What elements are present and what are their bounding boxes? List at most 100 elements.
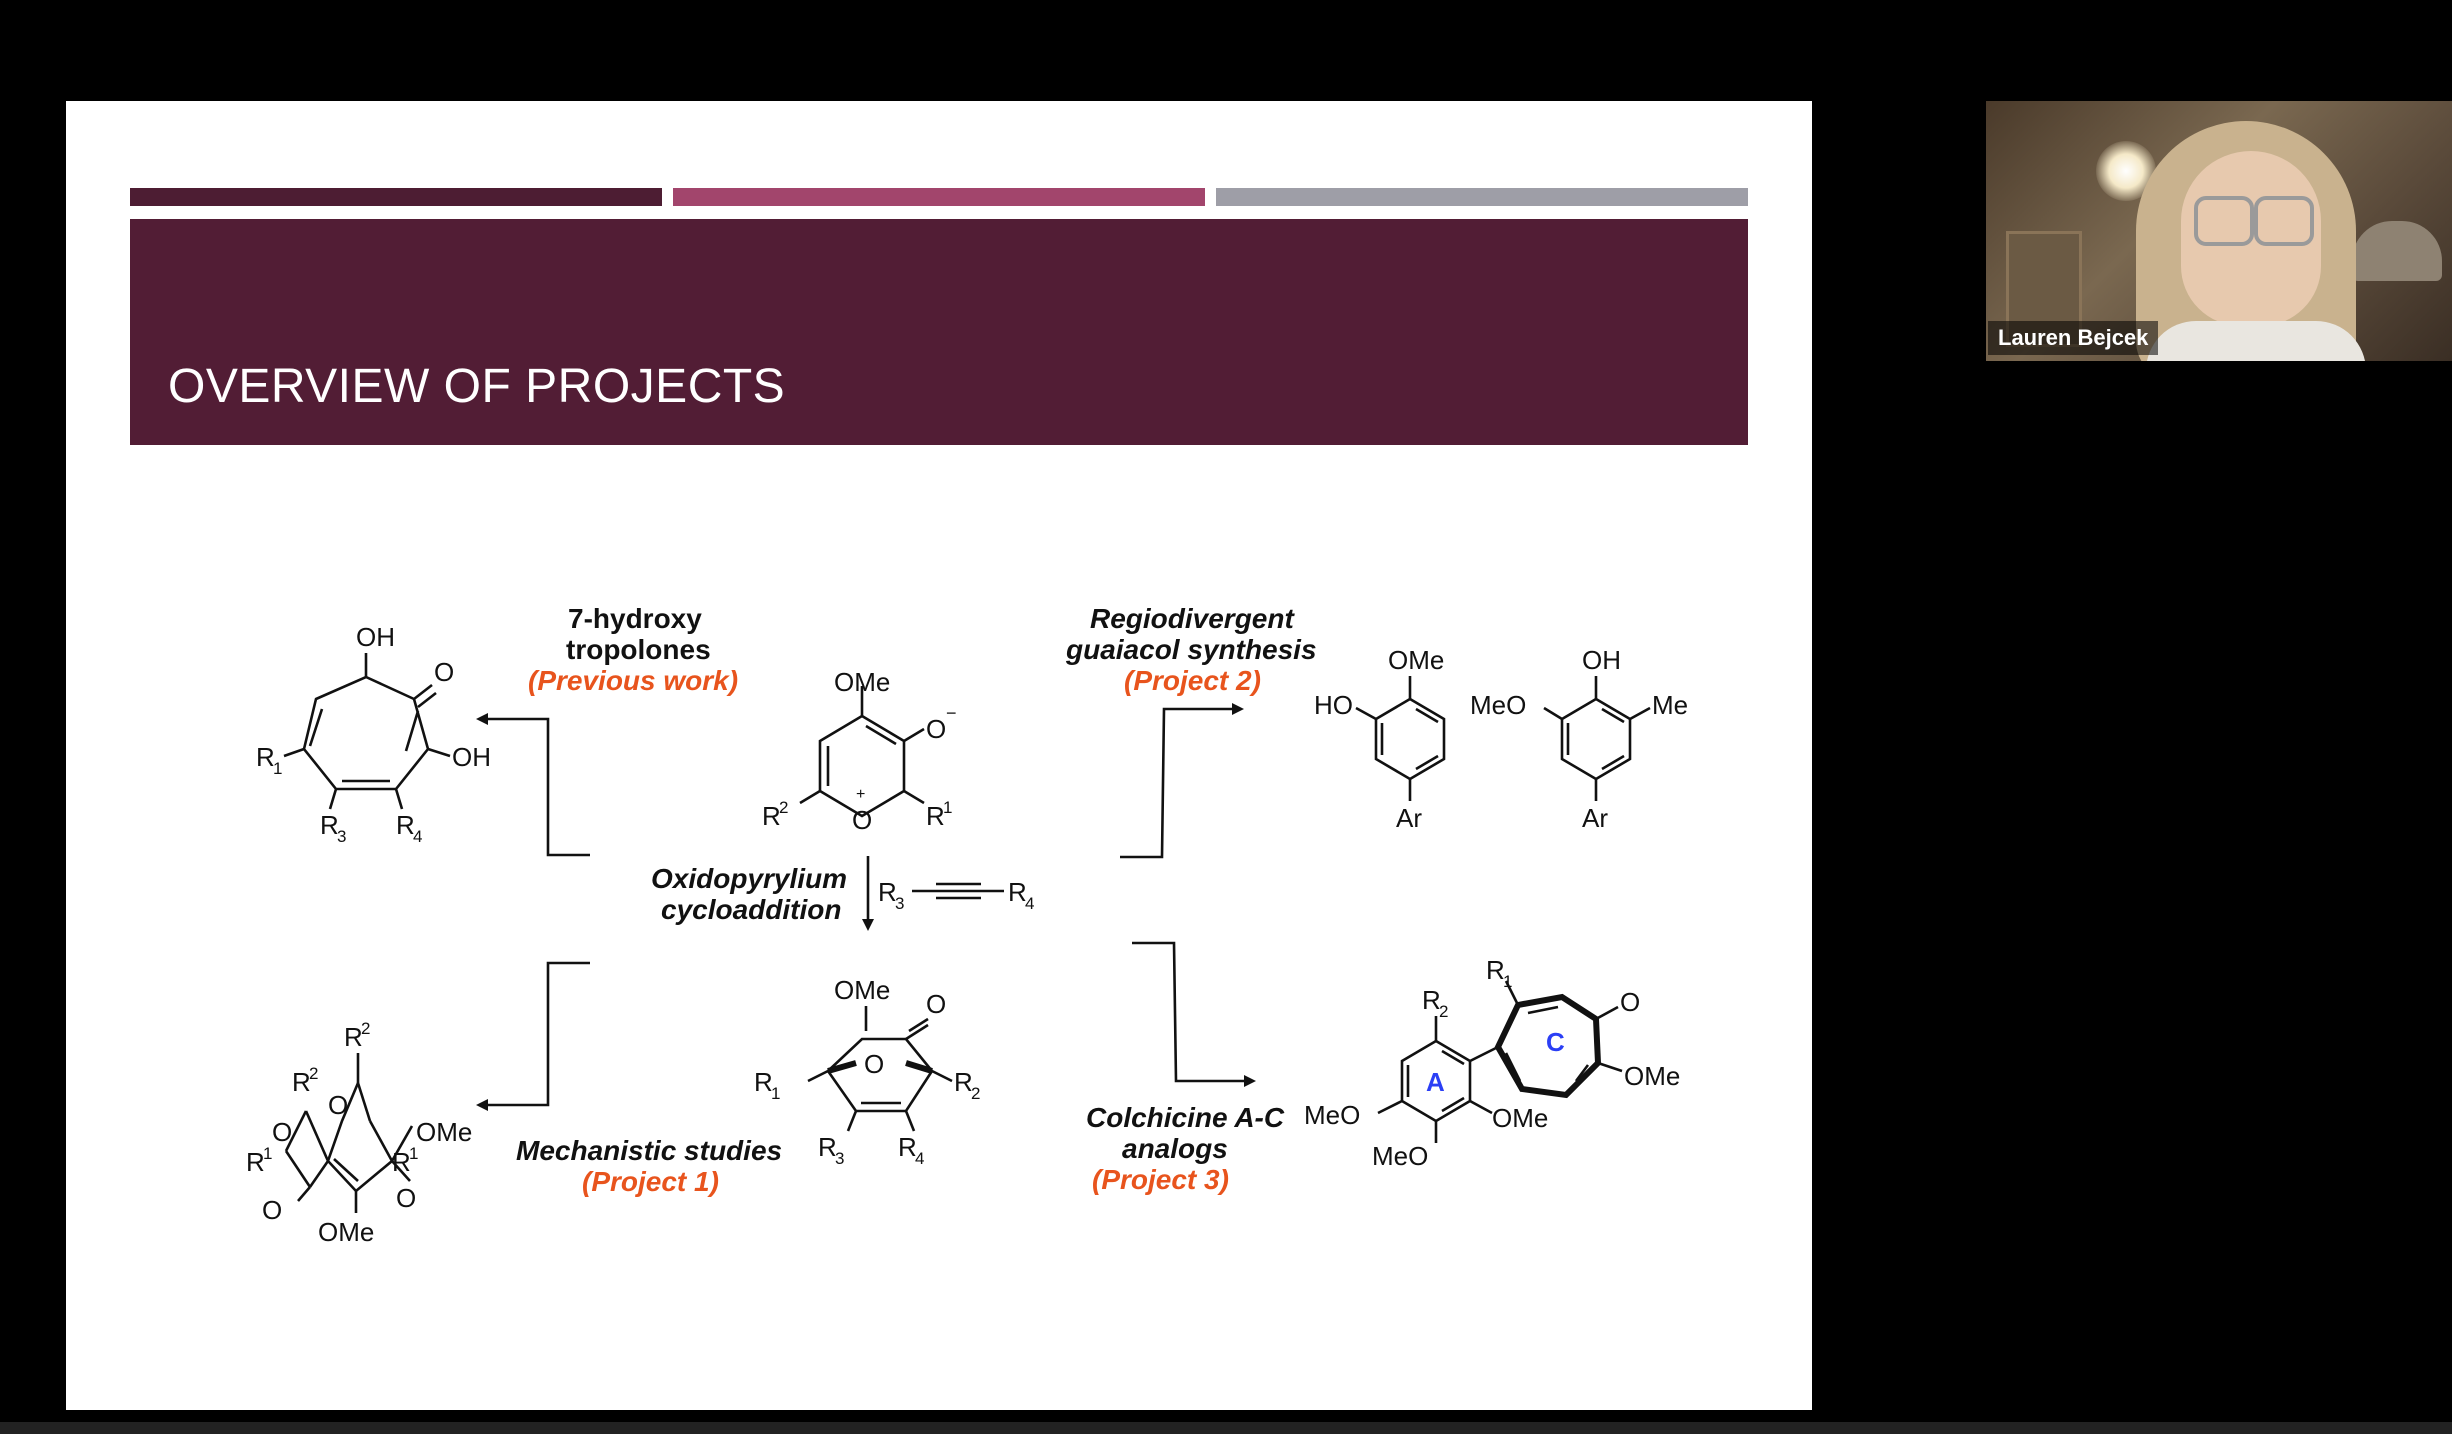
atom-OMe: OMe [834,667,890,697]
label-7-hydroxy: 7-hydroxy [568,603,702,634]
svg-text:R: R [344,1022,363,1052]
svg-text:R: R [292,1067,311,1097]
sub-2: 2 [779,798,788,817]
svg-text:Ar: Ar [1396,803,1422,833]
svg-text:R: R [256,742,275,772]
svg-text:R: R [954,1067,973,1097]
svg-text:R: R [1486,955,1505,985]
label-oxidopyrylium: Oxidopyrylium [651,863,847,894]
arrow-bottom-left [486,961,590,1107]
svg-text:R: R [392,1147,411,1177]
svg-text:R: R [818,1132,837,1162]
arrow-bottom-right [1132,941,1246,1083]
svg-text:1: 1 [771,1084,780,1103]
svg-text:R: R [898,1132,917,1162]
svg-text:O: O [926,989,946,1019]
svg-text:MeO: MeO [1372,1141,1428,1171]
accent-bar-2 [673,188,1205,206]
svg-text:1: 1 [263,1144,272,1163]
svg-text:OMe: OMe [318,1217,374,1247]
slide-title: OVERVIEW OF PROJECTS [168,360,786,413]
svg-text:1: 1 [1503,972,1512,991]
participant-name: Lauren Bejcek [1988,321,2159,355]
svg-text:O: O [396,1183,416,1213]
svg-text:O: O [272,1117,292,1147]
cycloadduct-structure: O OMe O R 1 R 2 R 3 R 4 [754,975,980,1168]
svg-text:4: 4 [1025,894,1034,913]
tropolone-structure: OH O OH R 1 R 3 R 4 [256,622,491,846]
arrow-top-left [486,717,590,857]
reaction-scheme: OMe O − O + R 2 R 1 Oxidopyrylium cycloa… [246,603,1688,1247]
label-tropolones: tropolones [566,634,711,665]
svg-text:MeO: MeO [1470,690,1526,720]
charge-plus: + [856,786,865,803]
oxidopyrylium-structure: OMe O − O + R 2 R 1 [762,667,957,835]
lamp-shade [2352,221,2442,281]
svg-text:OH: OH [1582,645,1621,675]
svg-text:3: 3 [895,894,904,913]
svg-text:HO: HO [1314,690,1353,720]
participant-video-tile[interactable]: Lauren Bejcek [1986,101,2452,361]
label-colchicine: Colchicine A-C [1086,1102,1285,1133]
svg-text:R: R [754,1067,773,1097]
svg-text:4: 4 [915,1149,924,1168]
svg-text:OMe: OMe [1492,1103,1548,1133]
svg-text:OMe: OMe [834,975,890,1005]
accent-bar-1 [130,188,662,206]
svg-text:3: 3 [835,1149,844,1168]
svg-text:OH: OH [452,742,491,772]
svg-text:2: 2 [1439,1002,1448,1021]
guaiacol-2-structure: OH MeO Me Ar [1470,645,1688,833]
svg-text:R: R [320,810,339,840]
svg-text:Ar: Ar [1582,803,1608,833]
label-mechanistic-studies: Mechanistic studies [516,1135,782,1166]
guaiacol-1-structure: OMe HO Ar [1314,645,1446,833]
svg-text:O: O [328,1090,348,1120]
svg-text:2: 2 [361,1019,370,1038]
svg-text:R: R [1422,985,1441,1015]
label-regiodivergent: Regiodivergent [1090,603,1295,634]
ring-A-label: A [1426,1067,1445,1097]
sub-1: 1 [943,798,952,817]
svg-text:1: 1 [273,759,282,778]
svg-text:1: 1 [409,1144,418,1163]
svg-text:O: O [434,657,454,687]
svg-text:OMe: OMe [1388,645,1444,675]
svg-text:OH: OH [356,622,395,652]
label-project-2: (Project 2) [1124,665,1261,696]
svg-text:R: R [396,810,415,840]
atom-O-minus: O [926,714,946,744]
atom-R1: R [926,801,945,831]
atom-R3: R [878,877,897,907]
svg-text:OMe: OMe [416,1117,472,1147]
bottom-toolbar-edge [0,1422,2452,1434]
ring-C-label: C [1546,1027,1565,1057]
participant-avatar [2126,121,2376,361]
svg-text:2: 2 [971,1084,980,1103]
svg-text:O: O [262,1195,282,1225]
svg-text:2: 2 [309,1064,318,1083]
svg-text:OMe: OMe [1624,1061,1680,1091]
alkyne-reagent: R 3 R 4 [878,877,1034,913]
atom-O-bridge: O [864,1049,884,1079]
svg-text:3: 3 [337,827,346,846]
svg-text:R: R [246,1147,265,1177]
atom-R2: R [762,801,781,831]
svg-text:MeO: MeO [1304,1100,1360,1130]
presentation-slide: OVERVIEW OF PROJECTS OMe O − O + R 2 R 1… [66,101,1812,1410]
label-project-1: (Project 1) [582,1166,719,1197]
title-banner: OVERVIEW OF PROJECTS [130,219,1748,445]
charge-minus: − [946,703,957,723]
label-guaiacol-synthesis: guaiacol synthesis [1065,634,1317,665]
accent-bar-3 [1216,188,1748,206]
dimer-structure: R 2 R 2 O O R 1 R 1 OMe O O OMe [246,1019,472,1247]
svg-text:O: O [1620,987,1640,1017]
svg-text:4: 4 [413,827,422,846]
label-analogs: analogs [1122,1133,1228,1164]
colchicine-analog-structure: A C R 2 R 1 O OMe MeO OMe MeO [1304,955,1680,1171]
atom-O-ring: O [852,805,872,835]
svg-text:Me: Me [1652,690,1688,720]
label-previous-work: (Previous work) [528,665,738,696]
atom-R4: R [1008,877,1027,907]
label-cycloaddition: cycloaddition [661,894,841,925]
